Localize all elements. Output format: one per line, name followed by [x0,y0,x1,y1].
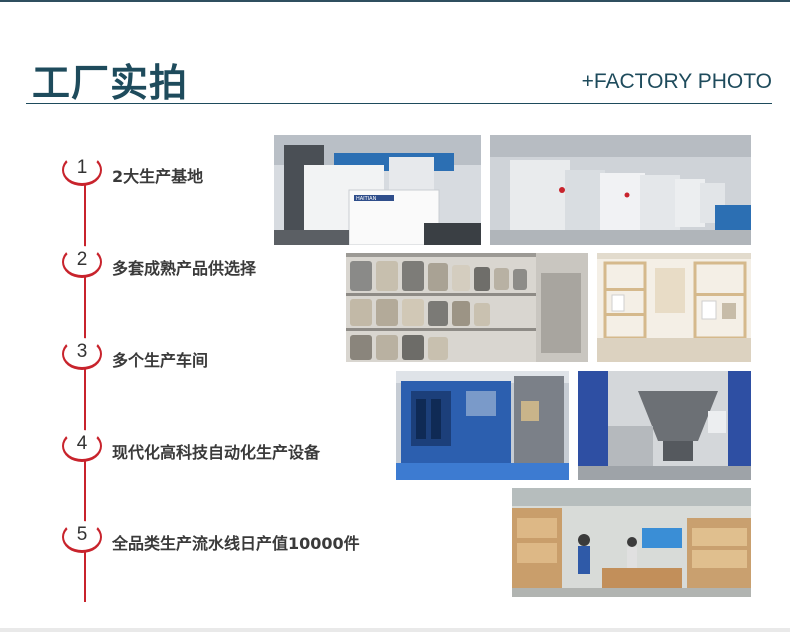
photo-automation-machine-2 [578,371,751,480]
step-label: 全品类生产流水线日产值10000件 [112,534,360,553]
step-label: 多个生产车间 [112,351,209,370]
photo-showroom [597,253,751,362]
photo-packing-line [512,488,751,597]
bottom-band [0,628,790,632]
step-number: 3 [76,341,88,362]
photo-automation-machine-1 [396,371,569,480]
photo-injection-machines-1: HAITIAN [274,135,481,245]
header-divider [26,103,772,104]
top-border [0,0,790,2]
step-circle [62,154,102,186]
step-circle [62,246,102,278]
photo-product-shelves [346,253,588,362]
page-subtitle: +FACTORY PHOTO [581,70,772,93]
photo-injection-machines-2 [490,135,751,245]
page-title: 工厂实拍 [32,60,189,105]
step-circle [62,338,102,370]
step-number: 5 [76,524,88,545]
step-number: 1 [76,157,88,178]
step-number: 2 [76,249,88,270]
svg-text:HAITIAN: HAITIAN [356,196,377,202]
timeline-line [84,176,86,602]
step-circle [62,521,102,553]
step-number: 4 [76,433,88,454]
step-label: 多套成熟产品供选择 [112,259,257,278]
step-circle [62,430,102,462]
step-label: 现代化高科技自动化生产设备 [112,443,321,462]
step-label: 2大生产基地 [112,167,204,186]
